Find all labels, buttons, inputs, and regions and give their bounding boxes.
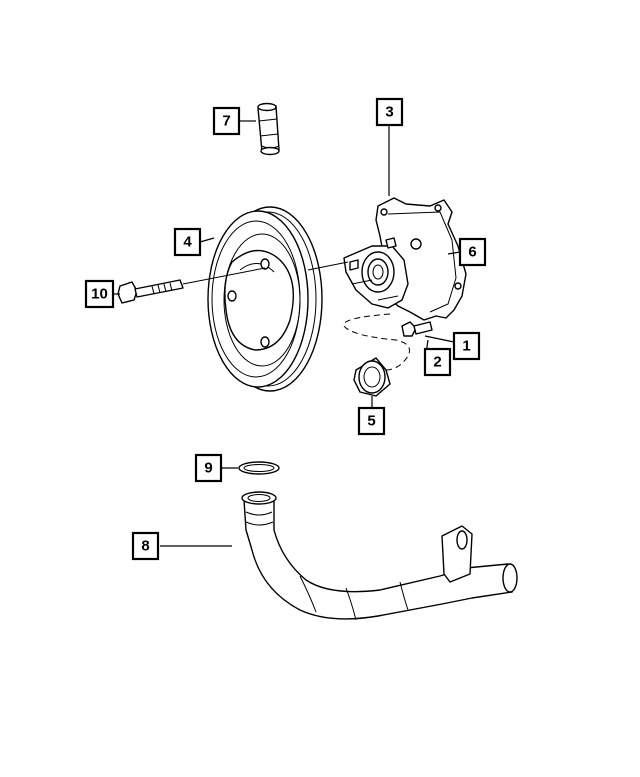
svg-text:2: 2: [433, 354, 441, 371]
svg-text:7: 7: [222, 113, 230, 130]
coolant-tube-part-8: [241, 491, 518, 621]
svg-text:3: 3: [385, 104, 393, 121]
svg-text:6: 6: [468, 244, 476, 261]
callout-5: 5: [357, 406, 386, 436]
sleeve-part-7: [257, 102, 280, 156]
o-ring-part-9: [238, 461, 280, 475]
svg-text:4: 4: [183, 234, 192, 251]
leader-1: [424, 335, 455, 343]
water-pump-part-3: [307, 197, 467, 321]
callout-7: 7: [212, 106, 241, 136]
svg-text:1: 1: [462, 338, 470, 355]
callout-3: 3: [375, 97, 404, 127]
svg-text:5: 5: [367, 413, 375, 430]
svg-text:9: 9: [204, 460, 212, 477]
leader-6: [447, 251, 461, 255]
callout-9: 9: [194, 453, 223, 483]
svg-text:8: 8: [141, 538, 149, 555]
callout-6: 6: [458, 237, 487, 267]
pulley-part-4: [207, 206, 323, 392]
callout-8: 8: [131, 531, 160, 561]
callout-2: 2: [423, 347, 452, 377]
callout-4: 4: [173, 227, 202, 257]
leader-4: [199, 237, 215, 243]
dashed-loop: [343, 313, 410, 371]
svg-text:10: 10: [91, 286, 108, 303]
callout-10: 10: [84, 279, 115, 309]
bolt-part-2: [401, 321, 433, 337]
callout-1: 1: [452, 331, 481, 361]
cap-part-5: [353, 357, 391, 397]
